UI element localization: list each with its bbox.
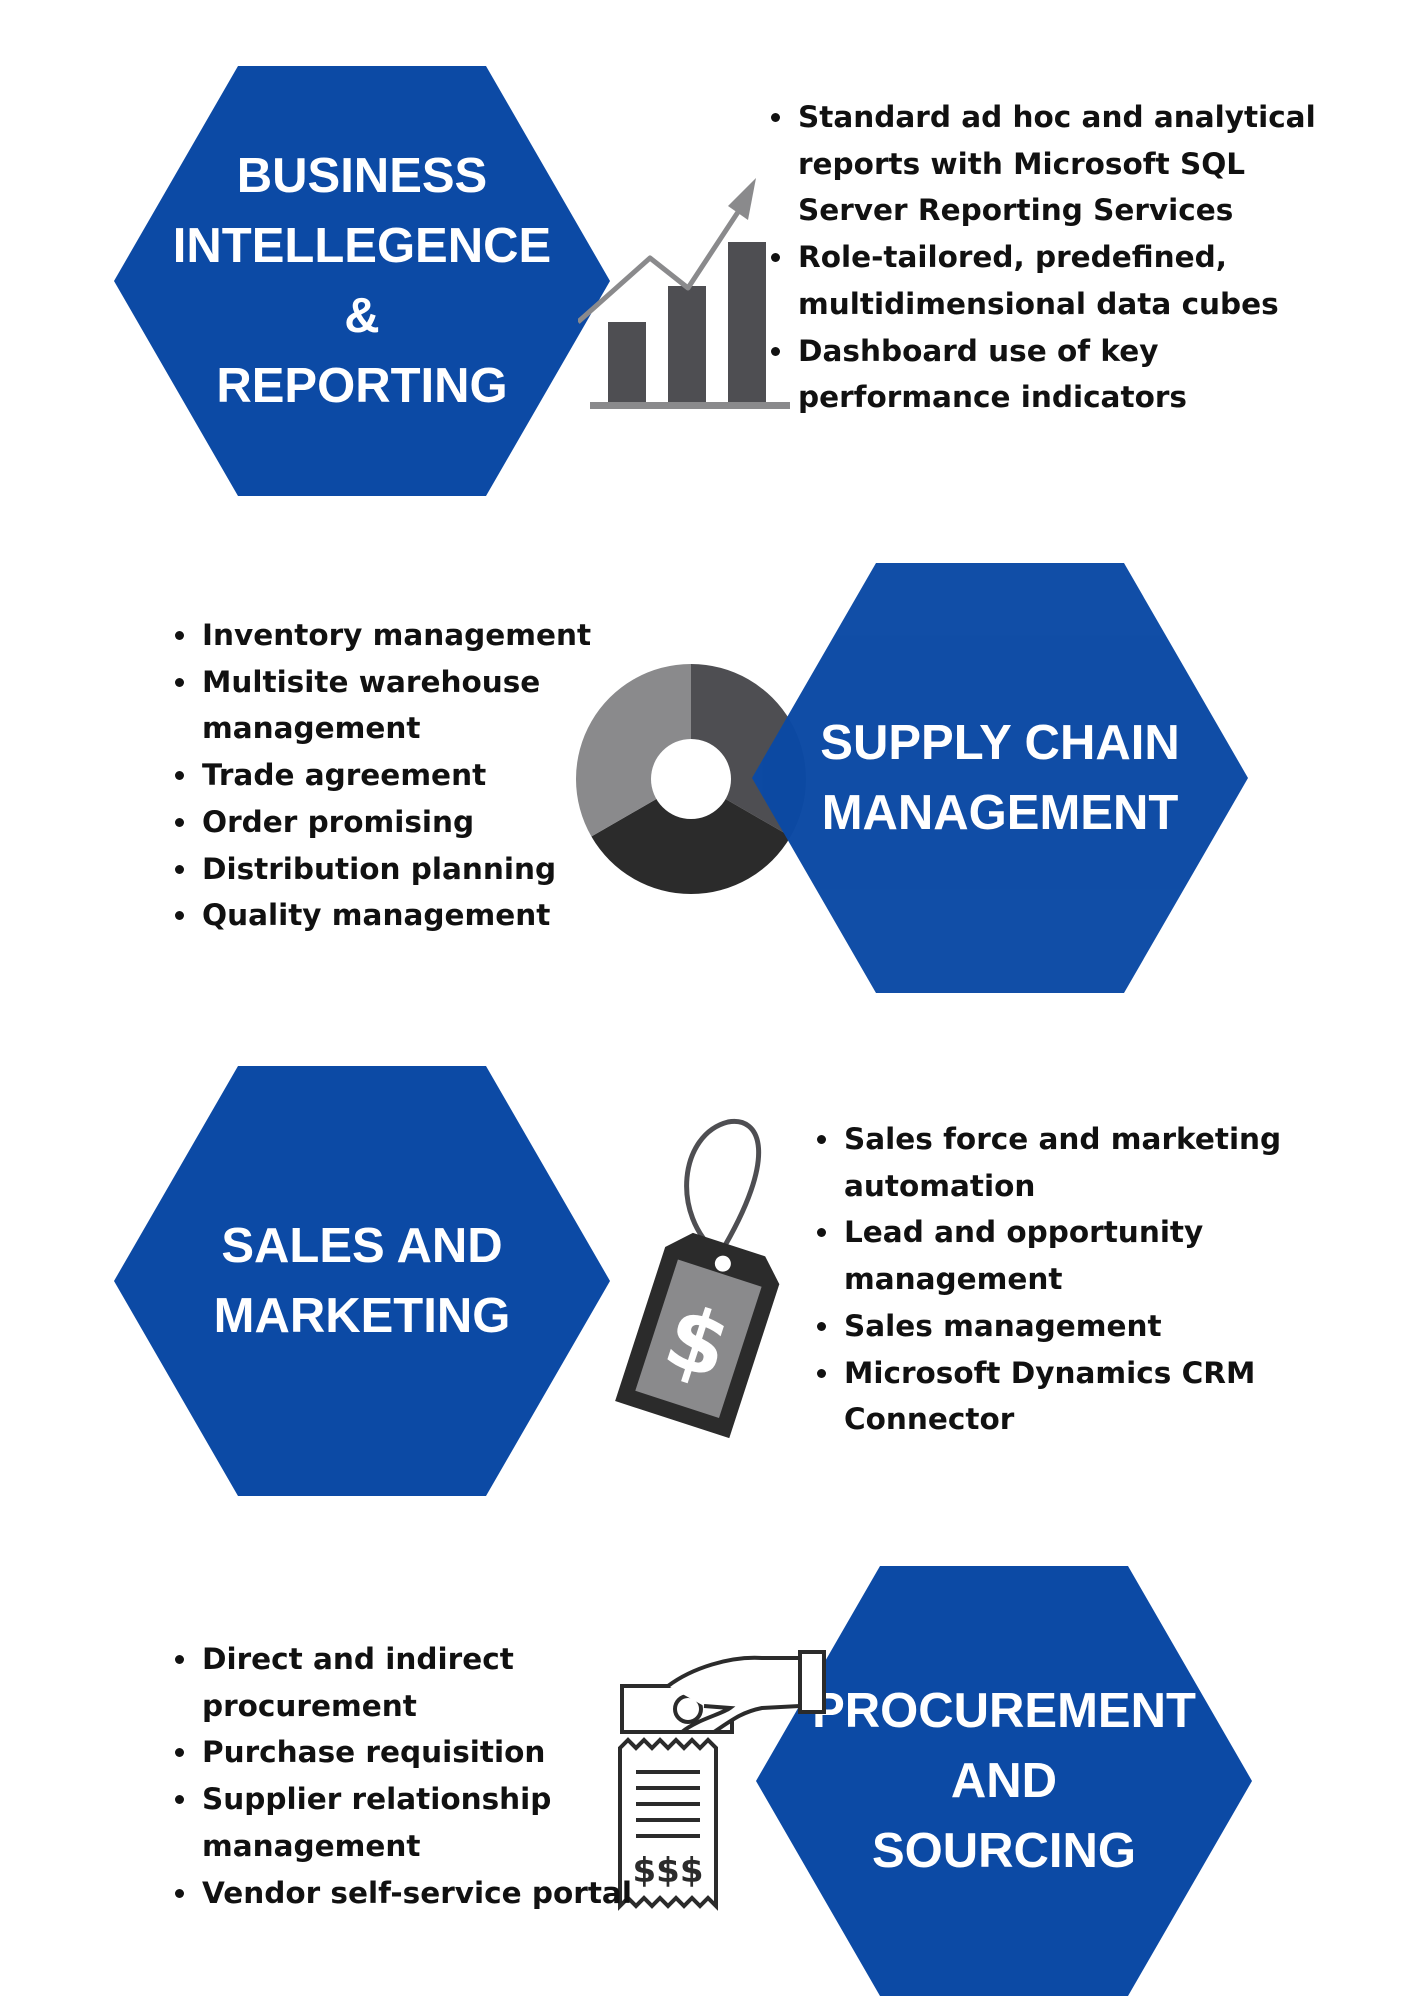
price-tag-icon: $ <box>615 1118 780 1439</box>
sales-bullet-item: Sales management <box>842 1303 1342 1350</box>
sales-bullet-list: Sales force and marketing automation Lea… <box>814 1116 1342 1443</box>
sales-bullet-item: Lead and opportunity management <box>842 1209 1342 1302</box>
sales-hexagon: SALES AND MARKETING <box>114 1066 610 1496</box>
sales-title: SALES AND MARKETING <box>213 1219 511 1343</box>
scm-bullet-item: Quality management <box>200 892 620 939</box>
procurement-title: PROCUREMENT AND SOURCING <box>812 1684 1196 1878</box>
sales-bullet-item: Sales force and marketing automation <box>842 1116 1342 1209</box>
bar-chart-growth-icon <box>578 178 790 409</box>
scm-bullet-item: Order promising <box>200 799 620 846</box>
procurement-bullet-item: Supplier relationship management <box>200 1776 640 1869</box>
procurement-bullet-item: Direct and indirect procurement <box>200 1636 640 1729</box>
scm-hexagon: SUPPLY CHAIN MANAGEMENT <box>752 563 1248 993</box>
scm-bullet-item: Distribution planning <box>200 846 620 893</box>
procurement-bullet-item: Vendor self-service portal <box>200 1870 640 1917</box>
sales-bullet-item: Microsoft Dynamics CRM Connector <box>842 1350 1342 1443</box>
bi-bullet-item: Role-tailored, predefined, multidimensio… <box>796 234 1316 327</box>
bi-bullet-list: Standard ad hoc and analytical reports w… <box>768 94 1316 421</box>
scm-bullet-item: Trade agreement <box>200 752 620 799</box>
scm-title: SUPPLY CHAIN MANAGEMENT <box>820 716 1180 840</box>
bi-hexagon: BUSINESS INTELLEGENCE & REPORTING <box>114 66 610 496</box>
bi-bullet-item: Dashboard use of key performance indicat… <box>796 328 1316 421</box>
scm-bullet-item: Multisite warehouse management <box>200 659 620 752</box>
scm-bullet-list: Inventory management Multisite warehouse… <box>172 612 620 939</box>
procurement-bullet-list: Direct and indirect procurement Purchase… <box>172 1636 640 1916</box>
receipt-dollar-text: $$$ <box>633 1851 704 1891</box>
hand-receipt-icon: $$$ <box>618 1650 826 1911</box>
bi-title: BUSINESS INTELLEGENCE & REPORTING <box>172 149 552 413</box>
procurement-hexagon: PROCUREMENT AND SOURCING <box>756 1566 1252 1996</box>
procurement-bullet-item: Purchase requisition <box>200 1729 640 1776</box>
donut-chart-icon <box>575 664 807 895</box>
scm-bullet-item: Inventory management <box>200 612 620 659</box>
bi-bullet-item: Standard ad hoc and analytical reports w… <box>796 94 1316 234</box>
